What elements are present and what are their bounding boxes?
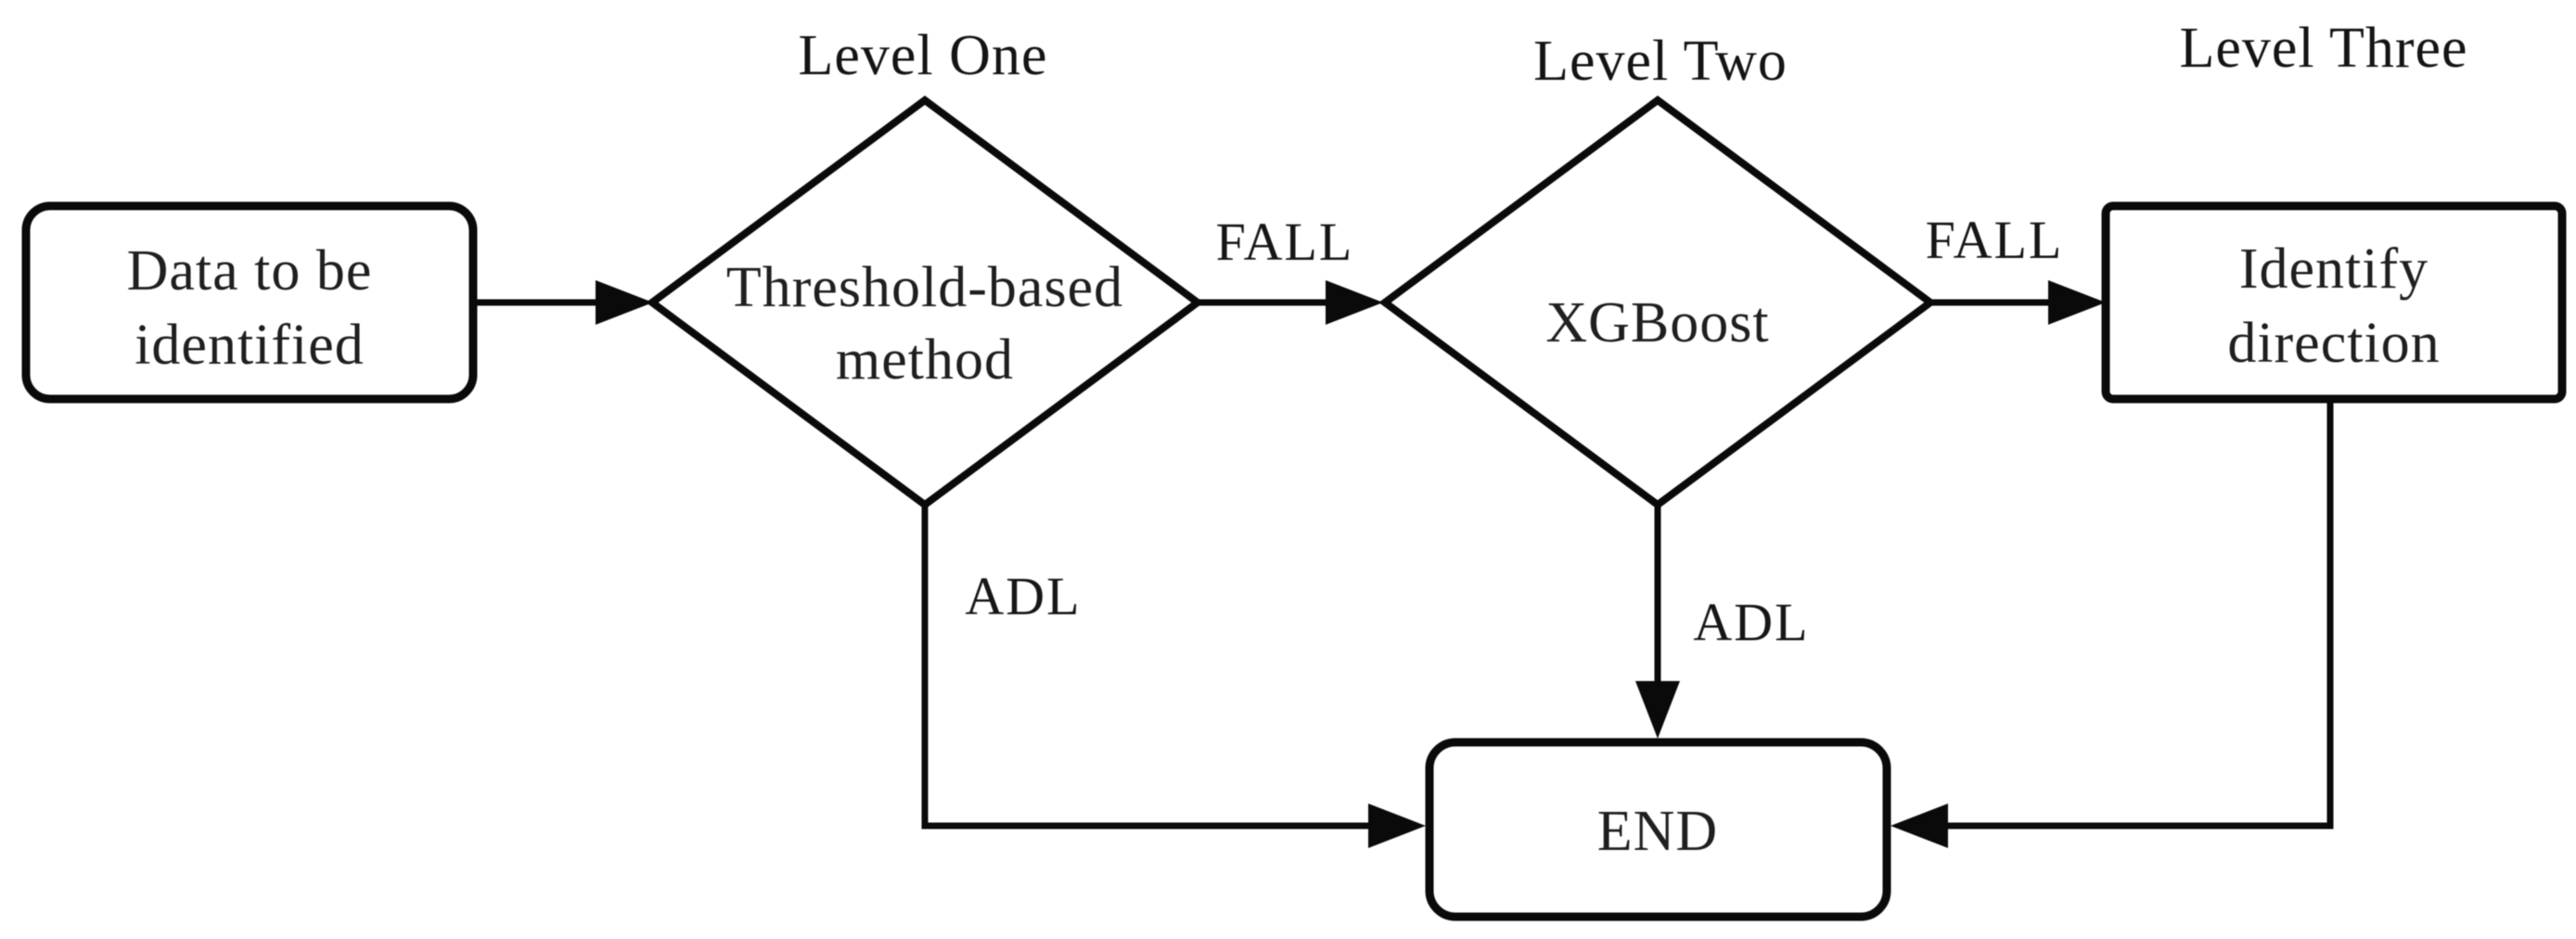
identify-direction-label-line1: Identify [2239, 238, 2429, 301]
fall-label-1: FALL [1216, 212, 1354, 272]
end-box [1425, 738, 1891, 921]
level-three-title: Level Three [2179, 17, 2467, 80]
adl-label-1: ADL [965, 566, 1081, 626]
edge-threshold-to-end: ADL [921, 505, 1426, 848]
node-identify-direction: Identify direction [2101, 201, 2567, 404]
edge-threshold-to-xgboost: FALL [1198, 212, 1383, 325]
arrowhead-right-icon [596, 280, 653, 325]
edge-xgboost-to-end: ADL [1635, 505, 1809, 739]
xgboost-label: XGBoost [1545, 291, 1769, 354]
end-label: END [1597, 800, 1718, 863]
edge-line [1948, 399, 2334, 830]
edge-xgboost-to-identify: FALL [1926, 210, 2106, 325]
threshold-diamond [646, 96, 1204, 509]
level-one-title: Level One [799, 24, 1048, 87]
node-end: END [1425, 738, 1891, 921]
edge-identify-to-end [1890, 399, 2334, 848]
data-input-label-line1: Data to be [127, 239, 373, 302]
arrowhead-left-icon [1890, 804, 1948, 848]
threshold-label-line1: Threshold-based [726, 256, 1123, 319]
arrowhead-right-icon [1368, 804, 1426, 848]
edge-data-to-threshold [473, 280, 653, 325]
arrowhead-right-icon [2048, 280, 2106, 325]
node-xgboost-decision: XGBoost [1378, 96, 1937, 509]
level-two-title: Level Two [1533, 30, 1788, 93]
adl-label-2: ADL [1693, 592, 1809, 652]
xgboost-diamond [1378, 96, 1937, 509]
data-input-box [21, 201, 478, 404]
data-input-label-line2: identified [135, 314, 365, 377]
threshold-label-line2: method [836, 328, 1014, 392]
identify-direction-label-line2: direction [2227, 312, 2440, 375]
identify-direction-box [2101, 201, 2567, 404]
edge-line [921, 505, 1368, 830]
arrowhead-right-icon [1326, 280, 1383, 325]
node-data-input: Data to be identified [21, 201, 478, 404]
node-threshold-decision: Threshold-based method [646, 96, 1204, 509]
fall-label-2: FALL [1926, 210, 2064, 270]
arrowhead-down-icon [1635, 681, 1680, 739]
